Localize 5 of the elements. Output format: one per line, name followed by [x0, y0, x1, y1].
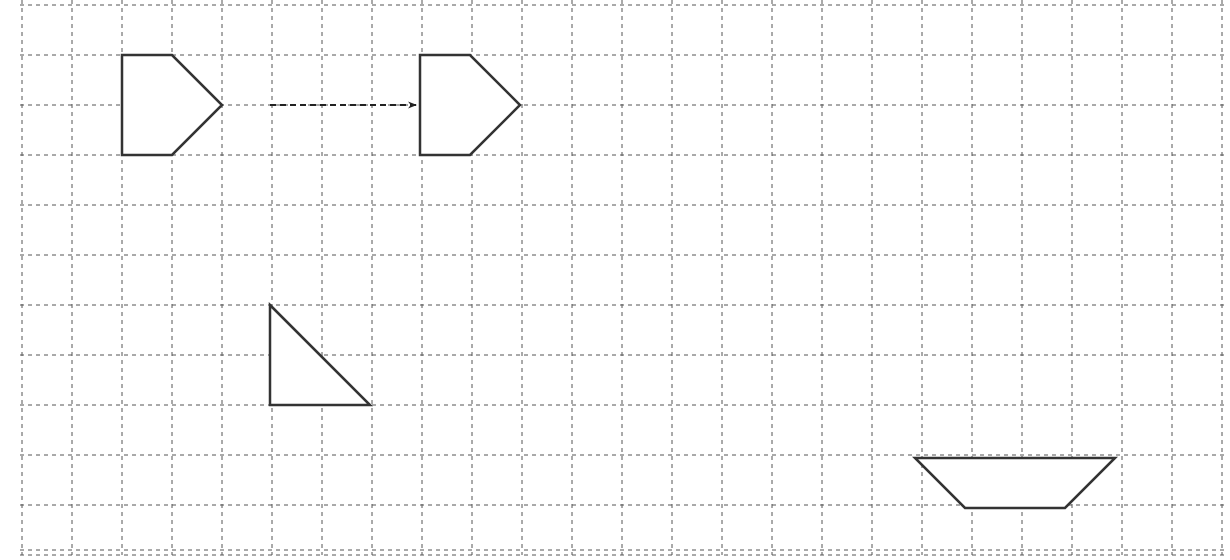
triangle-shape	[270, 305, 370, 405]
trapezoid-shape	[915, 458, 1115, 508]
pentagon-shape	[420, 55, 520, 155]
arrow	[269, 101, 418, 109]
pentagon-shape	[122, 55, 222, 155]
